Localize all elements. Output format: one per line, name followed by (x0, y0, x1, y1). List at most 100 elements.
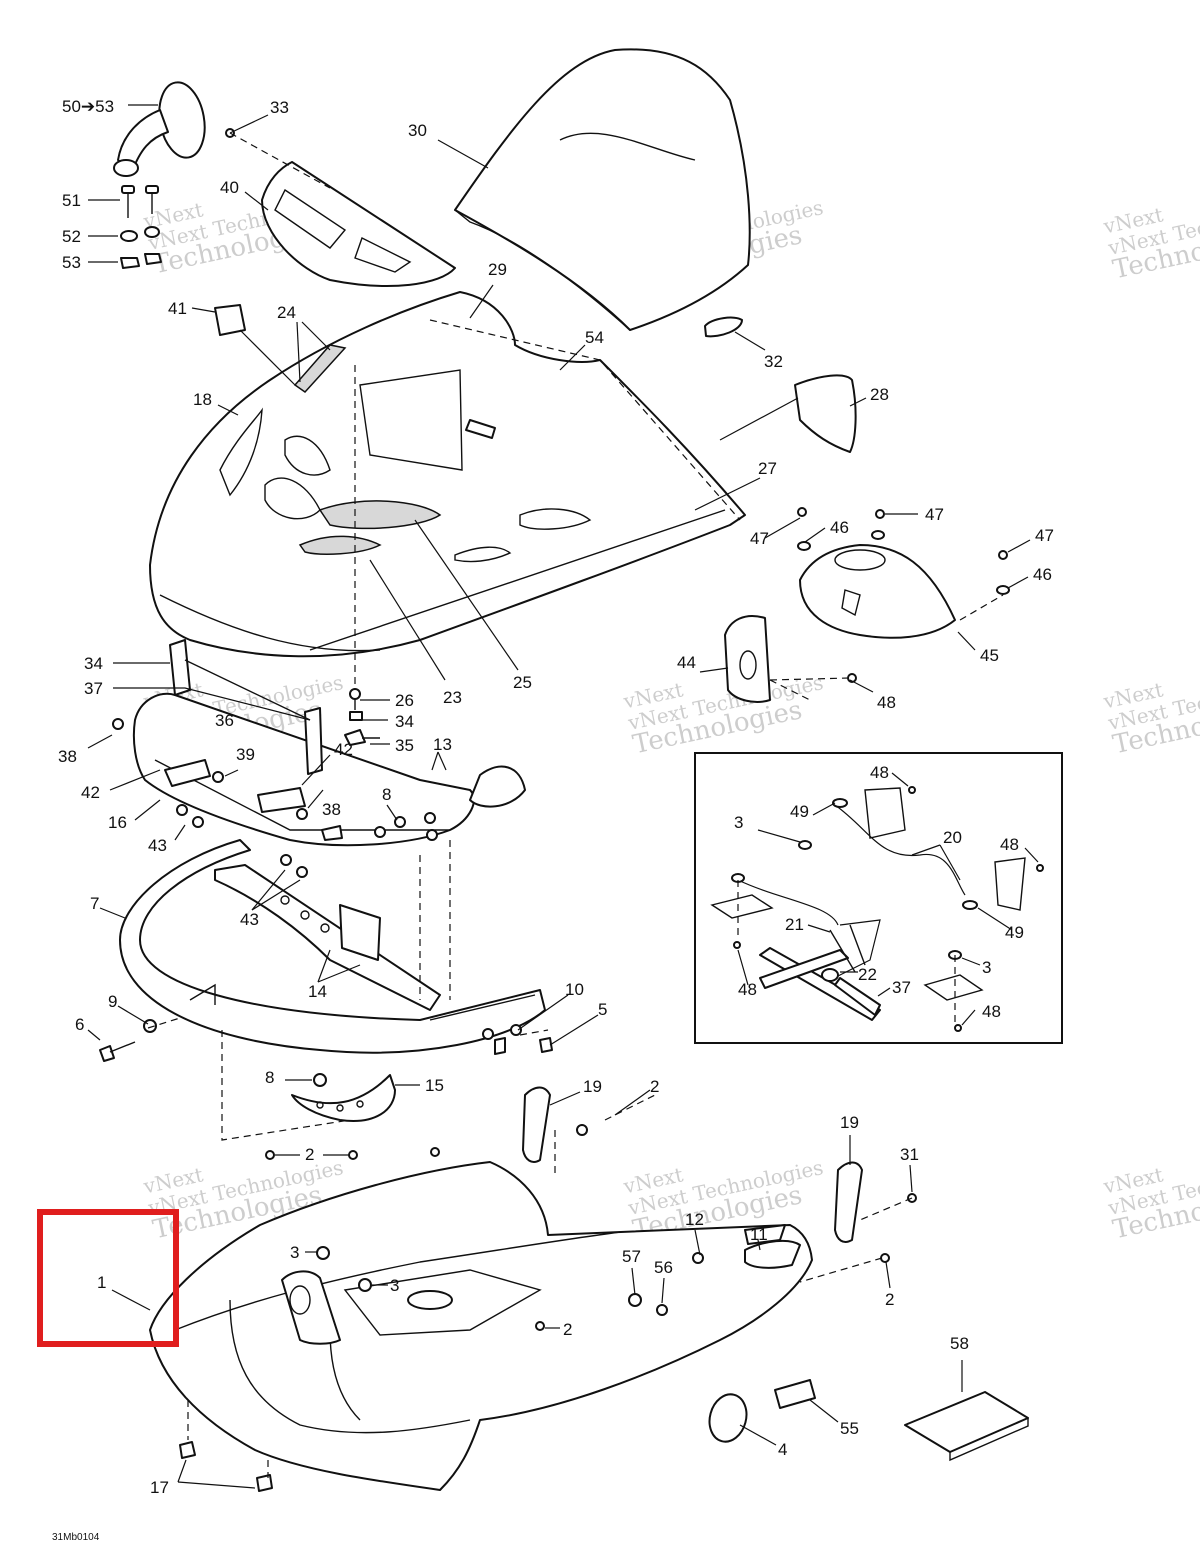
part-label: 34 (84, 654, 103, 673)
part-label: 48 (877, 693, 896, 712)
part-label: 46 (830, 518, 849, 537)
bracket-part (724, 615, 771, 703)
part-label: 45 (980, 646, 999, 665)
part-label: 33 (270, 98, 289, 117)
part-label: 30 (408, 121, 427, 140)
part-label: 8 (265, 1068, 274, 1087)
part-label: 12 (685, 1210, 704, 1229)
assembly-lines (147, 132, 1004, 1478)
part-label: 2 (885, 1290, 894, 1309)
part-label: 37 (84, 679, 103, 698)
front-bumper-part (119, 839, 546, 1054)
part-label: 22 (858, 965, 877, 984)
part-label: 54 (585, 328, 604, 347)
screw-parts (120, 185, 162, 269)
patch-part (774, 1379, 816, 1409)
part-label: 6 (75, 1015, 84, 1034)
bracket-part (214, 864, 441, 1011)
part-label: 48 (982, 1002, 1001, 1021)
part-label: 48 (738, 980, 757, 999)
part-label: 47 (925, 505, 944, 524)
part-label: 9 (108, 992, 117, 1011)
leader-lines (87, 104, 1031, 1489)
part-label: 5 (598, 1000, 607, 1019)
console-part (261, 161, 456, 287)
part-label: 42 (81, 783, 100, 802)
part-label: 3 (734, 813, 743, 832)
part-label: 47 (750, 529, 769, 548)
part-label: 13 (433, 735, 452, 754)
bottom-pan-part (149, 1161, 813, 1491)
bracket-part (834, 1161, 863, 1243)
part-label: 2 (650, 1077, 659, 1096)
part-label: 44 (677, 653, 696, 672)
watermark-group: vNext vNext Technologies Technologies vN… (140, 190, 1200, 1245)
part-label: 40 (220, 178, 239, 197)
part-label: 14 (308, 982, 327, 1001)
vent-part (318, 500, 442, 530)
part-label: 50➔53 (62, 97, 114, 116)
part-label: 8 (382, 785, 391, 804)
part-label: 48 (870, 763, 889, 782)
part-labels: 50➔53 33 30 51 40 52 53 29 41 24 54 32 1… (52, 97, 1054, 1543)
part-label: 34 (395, 712, 414, 731)
part-label: 20 (943, 828, 962, 847)
part-label: 4 (778, 1440, 787, 1459)
mirror-part (113, 81, 206, 177)
sheet-part (904, 1391, 1029, 1453)
part-label: 52 (62, 227, 81, 246)
part-label: 25 (513, 673, 532, 692)
part-label: 19 (840, 1113, 859, 1132)
part-label: 43 (240, 910, 259, 929)
highlight-box (37, 1209, 179, 1347)
cover-part (799, 544, 956, 639)
plug-part (708, 1393, 748, 1443)
part-label: 10 (565, 980, 584, 999)
part-label: 35 (395, 736, 414, 755)
part-label: 26 (395, 691, 414, 710)
part-label: 18 (193, 390, 212, 409)
part-label: 47 (1035, 526, 1054, 545)
part-label: 56 (654, 1258, 673, 1277)
part-label: 36 (215, 711, 234, 730)
watermark: vNext vNext Technologies Technologies (1100, 670, 1200, 760)
part-label: 38 (322, 800, 341, 819)
part-label: 2 (305, 1145, 314, 1164)
part-label: 51 (62, 191, 81, 210)
part-label: 39 (236, 745, 255, 764)
part-label: 46 (1033, 565, 1052, 584)
part-label: 41 (168, 299, 187, 318)
bracket-part (169, 639, 191, 696)
watermark: vNext vNext Technologies Technologies (620, 670, 825, 760)
watermark: vNext vNext Technologies Technologies (1100, 195, 1200, 285)
part-label: 49 (1005, 923, 1024, 942)
inset-panel (694, 752, 1063, 1044)
bracket-part (291, 1074, 396, 1122)
part-label: 28 (870, 385, 889, 404)
part-label: 16 (108, 813, 127, 832)
part-label: 11 (750, 1225, 768, 1244)
part-label: 58 (950, 1334, 969, 1353)
drawing-code: 31Mb0104 (52, 1532, 100, 1543)
part-label: 55 (840, 1419, 859, 1438)
part-label: 1 (97, 1273, 106, 1292)
part-label: 57 (622, 1247, 641, 1266)
part-label: 42 (334, 740, 353, 759)
part-label: 17 (150, 1478, 169, 1497)
part-label: 3 (390, 1276, 399, 1295)
part-label: 21 (785, 915, 804, 934)
vent-part (298, 535, 382, 555)
bracket-part (522, 1086, 551, 1163)
part-label: 15 (425, 1076, 444, 1095)
part-label: 3 (982, 958, 991, 977)
panel-part (794, 374, 857, 453)
watermark: vNext vNext Technologies Technologies (1100, 1155, 1200, 1245)
part-label: 7 (90, 894, 99, 913)
part-label: 24 (277, 303, 296, 322)
part-label: 37 (892, 978, 911, 997)
windshield-part (454, 48, 751, 331)
part-label: 48 (1000, 835, 1019, 854)
part-label: 29 (488, 260, 507, 279)
part-label: 27 (758, 459, 777, 478)
